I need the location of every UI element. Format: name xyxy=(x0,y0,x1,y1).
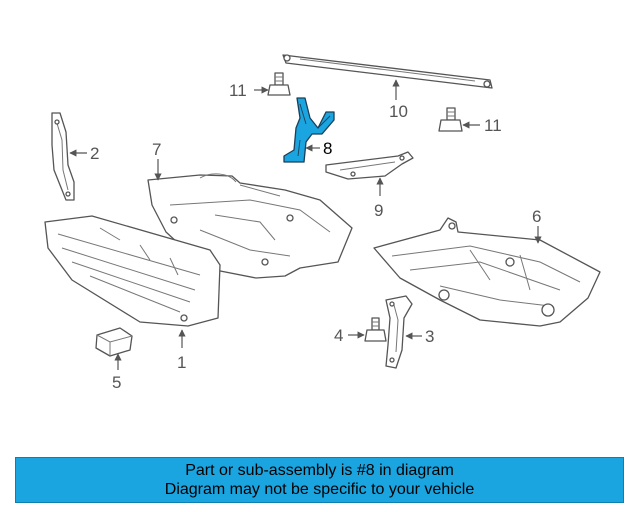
part-6-rear-under-cover[interactable] xyxy=(373,217,601,327)
part-2-bracket[interactable] xyxy=(51,112,75,201)
part-11-bolt-right[interactable] xyxy=(438,107,463,132)
part-9-bracket[interactable] xyxy=(325,151,414,180)
part-11-bolt-left[interactable] xyxy=(267,72,291,96)
callout-6: 6 xyxy=(532,207,541,226)
part-8-bracket-highlighted[interactable] xyxy=(283,97,335,163)
callout-11-right: 11 xyxy=(484,116,502,135)
banner-line-2: Diagram may not be specific to your vehi… xyxy=(164,481,475,498)
callout-11-left: 11 xyxy=(229,81,247,100)
part-10-cross-brace[interactable] xyxy=(282,54,493,89)
part-4-bolt[interactable] xyxy=(364,317,387,342)
callout-5: 5 xyxy=(112,373,121,392)
callout-8: 8 xyxy=(323,139,332,158)
callout-3: 3 xyxy=(425,327,434,346)
banner-line-1: Part or sub-assembly is #8 in diagram xyxy=(185,462,454,479)
callout-10: 10 xyxy=(389,102,408,121)
part-1-front-under-cover[interactable] xyxy=(44,215,221,327)
callout-2: 2 xyxy=(90,144,99,163)
callout-4: 4 xyxy=(334,326,343,345)
part-3-bracket[interactable] xyxy=(385,295,413,369)
callout-9: 9 xyxy=(374,201,383,220)
callout-1: 1 xyxy=(177,353,186,372)
part-5-block[interactable] xyxy=(95,327,133,357)
callout-7: 7 xyxy=(152,140,161,159)
info-banner: Part or sub-assembly is #8 in diagram Di… xyxy=(15,457,624,503)
